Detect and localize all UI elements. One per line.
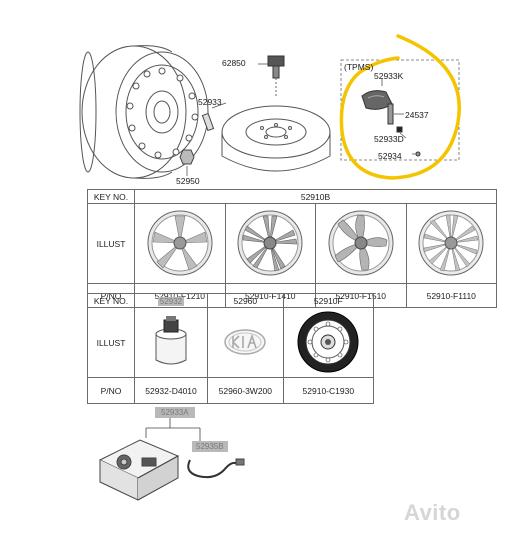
part-number: 52910-F1110 (405, 283, 497, 308)
repair-kit-drawing (98, 416, 245, 501)
label-52934: 52934 (378, 151, 402, 161)
key-value-52932: 52932 (157, 296, 185, 306)
alloy-wheel-image (418, 210, 484, 275)
label-24537: 24537 (405, 110, 429, 120)
tpms-sensor-drawing (361, 90, 421, 157)
label-tpms: (TPMS) (344, 62, 374, 72)
kia-logo-icon (224, 328, 267, 355)
spare-steel-wheel-image (297, 311, 359, 372)
valve-stem-drawing (201, 112, 215, 132)
key-value: 52932 (134, 293, 208, 308)
key-value-52910F: 52910F (282, 293, 375, 308)
label-52933A: 52933A (155, 407, 195, 418)
alloy-wheel-image (328, 210, 394, 275)
key-value-52910B: 52910B (134, 189, 497, 204)
part-number: 52910-C1930 (282, 377, 375, 404)
illust-header: ILLUST (87, 307, 135, 378)
key-no-header: KEY NO. (87, 189, 135, 204)
illust-cell (134, 307, 208, 378)
highlight-circle (339, 34, 461, 180)
sealant-bottle-image (155, 315, 187, 364)
illust-cell (315, 203, 407, 284)
key-no-header: KEY NO. (87, 293, 135, 308)
pno-header: P/NO (87, 377, 135, 404)
label-52933D: 52933D (374, 134, 404, 144)
illust-header: ILLUST (87, 203, 135, 284)
label-62850: 62850 (222, 58, 246, 68)
illust-cell (224, 203, 316, 284)
spare-tire-drawing (221, 105, 331, 172)
alloy-wheel-image (237, 210, 303, 275)
illust-cell (207, 307, 284, 378)
steel-wheel-drawing (79, 45, 209, 179)
illust-cell (134, 203, 226, 284)
alloy-wheel-image (147, 210, 213, 275)
label-52935B: 52935B (192, 441, 228, 452)
label-52933: 52933 (198, 97, 222, 107)
lug-nut-drawing (179, 149, 195, 165)
part-number: 52932-D4010 (134, 377, 208, 404)
label-52950: 52950 (176, 176, 200, 186)
illust-cell (405, 203, 497, 284)
leader-52933 (211, 102, 227, 109)
spare-mount-drawing (267, 55, 285, 98)
avito-watermark: Avito (404, 500, 461, 525)
part-number: 52960-3W200 (207, 377, 284, 404)
illust-cell (282, 307, 375, 378)
key-value-52960: 52960 (207, 293, 284, 308)
parts-table-accessories: KEY NO. 52932 52960 52910F ILLUST (87, 293, 375, 404)
label-52933K: 52933K (374, 71, 404, 81)
parts-table-52910B: KEY NO. 52910B ILLUST (87, 189, 497, 308)
